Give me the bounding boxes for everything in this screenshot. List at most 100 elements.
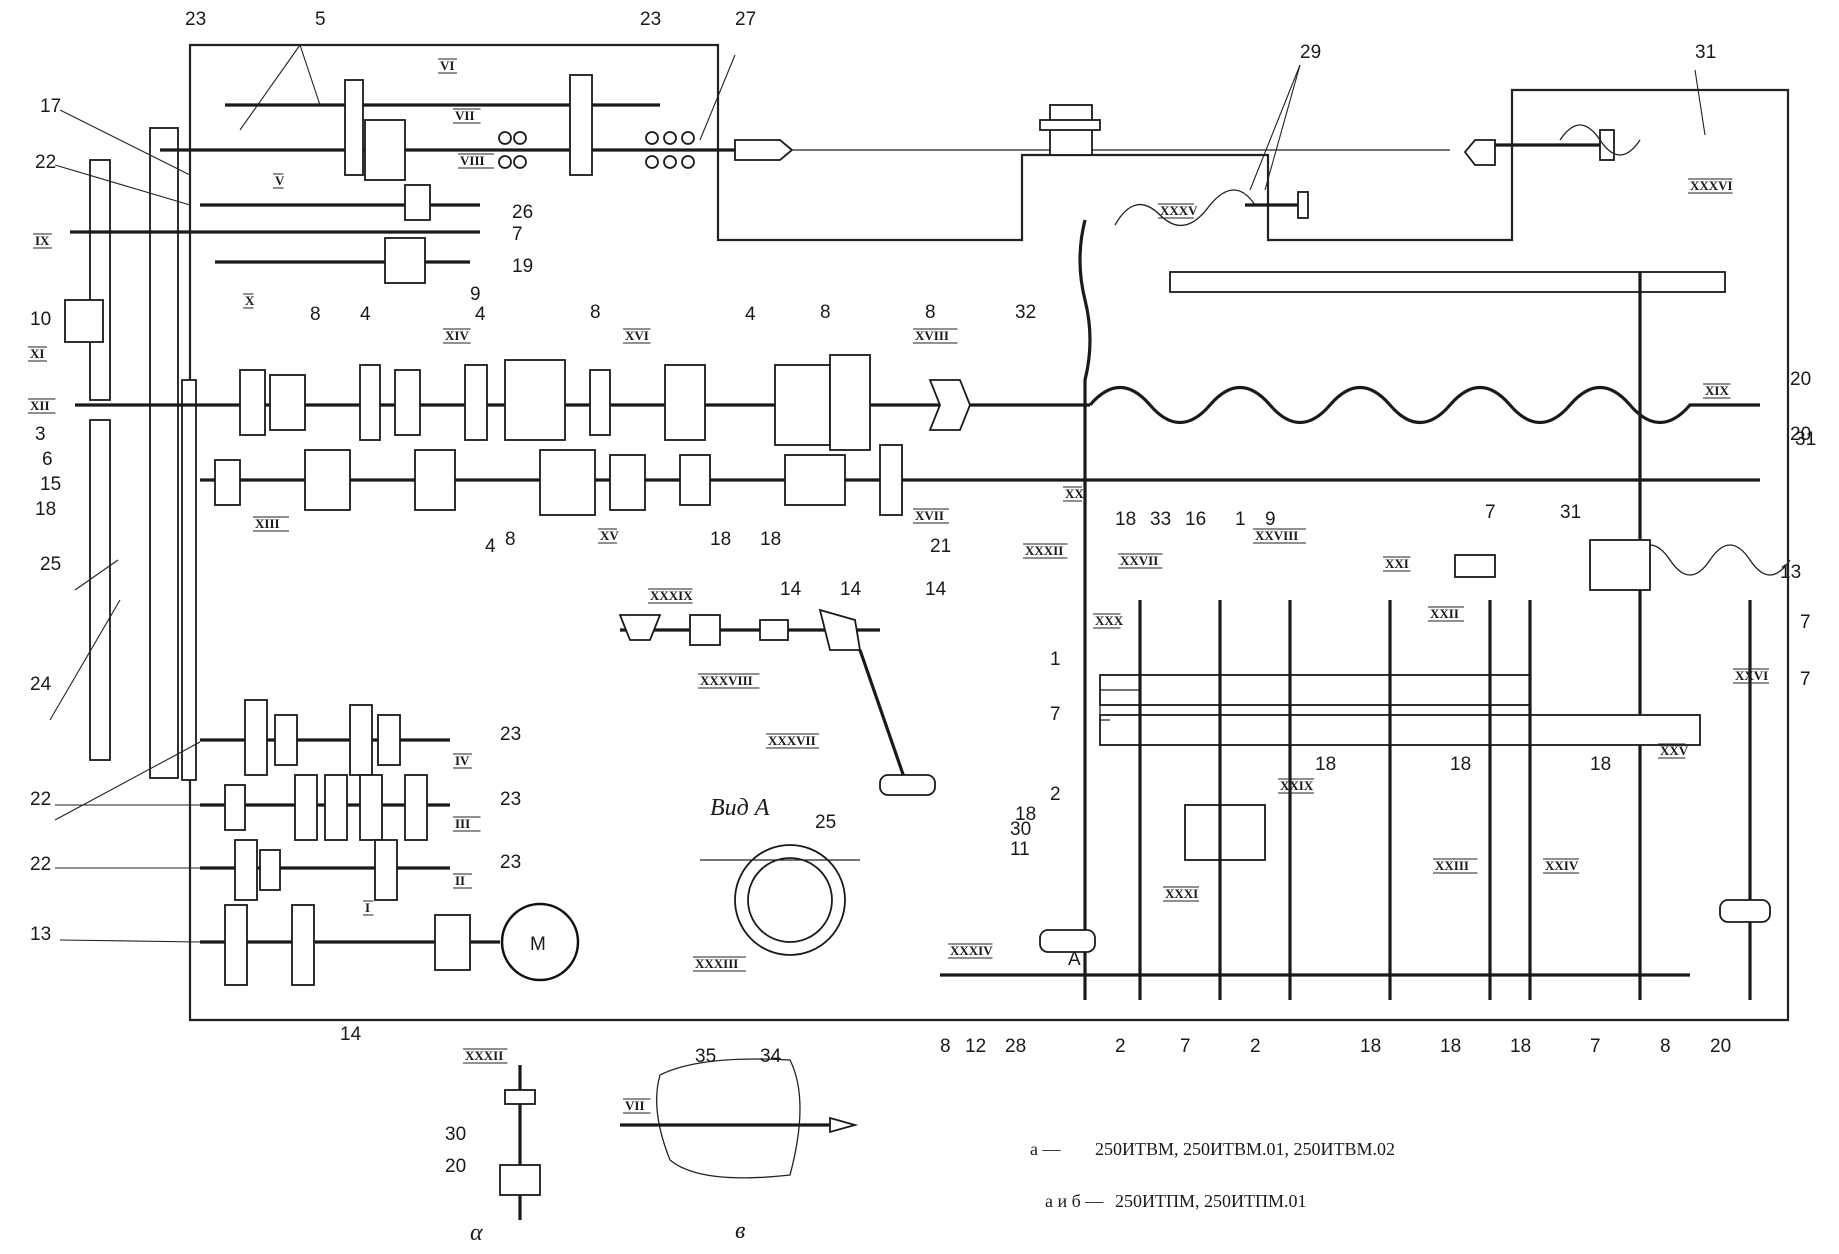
gear-i-2 bbox=[291, 904, 315, 986]
part-number-n14c: 14 bbox=[925, 579, 947, 600]
part-number-n22b: 22 bbox=[30, 789, 51, 810]
inset-b bbox=[620, 1058, 859, 1179]
shaft-label-sXXXI: XXXI bbox=[1165, 886, 1198, 901]
shaft-label-sII: II bbox=[455, 873, 465, 888]
shaft-label-sXXIX: XXIX bbox=[1280, 778, 1314, 793]
shaft-label-sXV: XV bbox=[600, 528, 619, 543]
part-number-n27: 27 bbox=[735, 9, 756, 30]
part-number-n20a: 20 bbox=[1790, 369, 1811, 390]
shaft-label-sXII: XII bbox=[30, 398, 50, 413]
gear-xiii-3 bbox=[414, 449, 456, 511]
gear-shaft-viii bbox=[404, 184, 431, 221]
part-number-n18e: 18 bbox=[1015, 804, 1036, 825]
gear-iii-2 bbox=[294, 774, 318, 841]
shaft-label-sVI: VI bbox=[440, 58, 454, 73]
part-number-n1a: 1 bbox=[1235, 509, 1246, 530]
part-number-n33: 33 bbox=[1150, 509, 1171, 530]
tailstock-screw bbox=[1559, 124, 1641, 156]
shaft-label-sXXXV: XXXV bbox=[1160, 203, 1198, 218]
gear-xvii-2 bbox=[879, 444, 903, 516]
cross-screw-xxxv bbox=[1114, 189, 1256, 227]
part-number-b12: 12 bbox=[965, 1036, 986, 1057]
shaft-label-sXXXIV: XXXIV bbox=[950, 943, 993, 958]
shaft-label-sXXII: XXII bbox=[1430, 606, 1459, 621]
tool-post-base bbox=[1039, 119, 1101, 131]
cross-handle bbox=[1297, 191, 1309, 219]
legend-models-1: 250ИТПМ, 250ИТПМ.01 bbox=[1115, 1191, 1307, 1211]
gear-xiv-4 bbox=[394, 369, 421, 436]
view-a-detail bbox=[700, 844, 860, 956]
part-number-n32: 32 bbox=[1015, 302, 1036, 323]
part-number-b2b: 2 bbox=[1250, 1036, 1261, 1057]
shaft-label-sV: V bbox=[275, 173, 285, 188]
shaft-label-sXXX: XXX bbox=[1095, 613, 1124, 628]
machine-frame bbox=[188, 43, 1790, 1022]
part-number-n30a: 30 bbox=[1010, 819, 1031, 840]
shaft-label-sXXXIII: XXXIII bbox=[695, 956, 738, 971]
part-number-n31c: 31 bbox=[1560, 502, 1581, 523]
gear-xviii bbox=[829, 354, 871, 451]
shaft-label-sXXXVI: XXXVI bbox=[1690, 178, 1733, 193]
gear-iii-3 bbox=[324, 774, 348, 841]
part-number-n23a: 23 bbox=[185, 9, 206, 30]
part-number-n5: 5 bbox=[315, 9, 326, 30]
gear-xiv-1 bbox=[239, 369, 266, 436]
part-number-b35: 35 bbox=[695, 1046, 716, 1067]
dog-clutch-32 bbox=[928, 379, 971, 431]
legend-models-0: 250ИТВМ, 250ИТВМ.01, 250ИТВМ.02 bbox=[1095, 1139, 1395, 1159]
part-number-b20b: 20 bbox=[445, 1156, 466, 1177]
part-number-b20: 20 bbox=[1710, 1036, 1731, 1057]
shaft-label-sXI: XI bbox=[30, 346, 44, 361]
gear-xv-2 bbox=[609, 454, 646, 511]
inset-caption-b: в bbox=[735, 1218, 745, 1244]
part-number-n10: 10 bbox=[30, 309, 51, 330]
apron bbox=[940, 539, 1791, 1000]
view-a-inner bbox=[747, 857, 833, 943]
worm-gear-block bbox=[1589, 539, 1651, 591]
gear-xiv-3 bbox=[359, 364, 381, 441]
part-number-b18c: 18 bbox=[1510, 1036, 1531, 1057]
part-number-n7c: 7 bbox=[1800, 612, 1811, 633]
gear-xiii-2 bbox=[304, 449, 351, 511]
part-number-n23b: 23 bbox=[640, 9, 661, 30]
shaft-label-sXXI: XXI bbox=[1385, 556, 1409, 571]
legend-key-0: a — bbox=[1030, 1139, 1061, 1159]
part-number-b34: 34 bbox=[760, 1046, 782, 1067]
bed-rail bbox=[1169, 271, 1726, 293]
part-number-b28: 28 bbox=[1005, 1036, 1026, 1057]
electric-motor bbox=[500, 902, 580, 982]
part-number-n29: 29 bbox=[1300, 42, 1321, 63]
part-number-n22c: 22 bbox=[30, 854, 51, 875]
shaft-label-sXXXVIII: XXXVIII bbox=[700, 673, 753, 688]
belt-pulley-lower bbox=[89, 419, 111, 761]
part-number-n23c: 23 bbox=[500, 724, 521, 745]
shaft-label-sXXXIX: XXXIX bbox=[650, 588, 693, 603]
shaft-label-sXXIII: XXIII bbox=[1435, 858, 1469, 873]
motor-label: M bbox=[530, 934, 546, 955]
shaft-label-sXVI: XVI bbox=[625, 328, 649, 343]
shaft-label-sIV: IV bbox=[455, 753, 470, 768]
gear-shaft-vii-a bbox=[344, 79, 364, 176]
part-number-n25: 25 bbox=[40, 554, 61, 575]
shaft-label-sXIV: XIV bbox=[445, 328, 469, 343]
spindle-nose bbox=[734, 139, 794, 161]
part-number-n13b: 13 bbox=[1780, 562, 1801, 583]
part-number-b8b: 8 bbox=[1660, 1036, 1671, 1057]
gear-xxi bbox=[1454, 554, 1496, 578]
inset-a-block bbox=[499, 1164, 541, 1196]
shaft-label-sXX: XX bbox=[1065, 486, 1084, 501]
part-number-n16: 16 bbox=[1185, 509, 1206, 530]
part-number-n8c: 8 bbox=[925, 302, 936, 323]
bearings-27 bbox=[498, 131, 695, 169]
shaft-label-sVIII: VIII bbox=[460, 153, 485, 168]
gear-xvi-1 bbox=[589, 369, 611, 436]
part-number-b8a: 8 bbox=[940, 1036, 951, 1057]
tailstock-center bbox=[1463, 139, 1496, 166]
feed-gearbox bbox=[75, 219, 1760, 1000]
part-number-b30: 30 bbox=[445, 1124, 466, 1145]
part-number-n8d: 8 bbox=[820, 302, 831, 323]
gear-xiii-1 bbox=[214, 459, 241, 506]
gear-xv-3 bbox=[679, 454, 711, 506]
apron-handwheel bbox=[1719, 899, 1771, 923]
part-number-n17: 17 bbox=[40, 96, 61, 117]
